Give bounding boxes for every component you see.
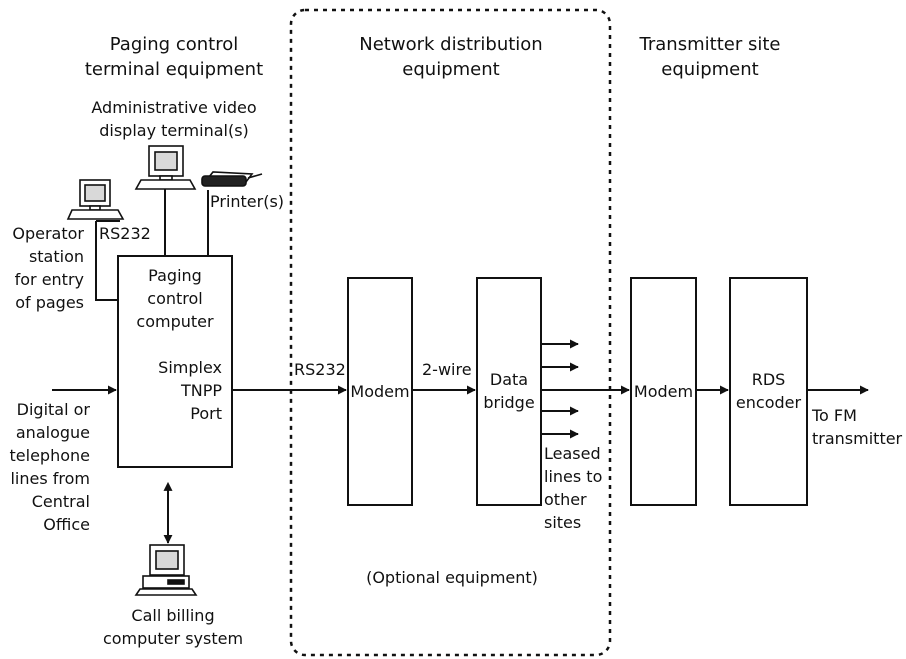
- label-line: bridge: [483, 393, 535, 412]
- paging-control-computer-box: [117, 255, 233, 468]
- label-line: computer system: [102, 629, 244, 648]
- data-bridge-label: Data bridge: [477, 368, 541, 414]
- label-line: transmitter: [812, 429, 903, 448]
- label-line: other: [544, 490, 587, 509]
- to-fm-transmitter-label: To FM transmitter: [812, 404, 902, 450]
- tnpp-port-label: Simplex TNPP Port: [118, 356, 222, 425]
- operator-station-label: Operator station for entry of pages: [4, 222, 84, 314]
- modem-transmitter-label: Modem: [633, 382, 694, 401]
- rs232-network-label: RS232: [294, 360, 346, 379]
- header-line: equipment: [402, 59, 500, 80]
- billing-system-label: Call billing computer system: [88, 604, 258, 650]
- label-line: analogue: [15, 423, 90, 442]
- label-line: Digital or: [16, 400, 90, 419]
- label-line: sites: [544, 513, 582, 532]
- label-line: for entry: [14, 270, 84, 289]
- network-region-boundary: [289, 8, 612, 657]
- rds-encoder-label: RDS encoder: [730, 368, 807, 414]
- label-line: Leased: [544, 444, 601, 463]
- phone-lines-label: Digital or analogue telephone lines from…: [4, 398, 90, 536]
- billing-computer-icon: [134, 544, 198, 596]
- header-line: equipment: [661, 59, 759, 80]
- label-line: Operator: [12, 224, 84, 243]
- rs232-operator-label: RS232: [99, 224, 151, 243]
- admin-terminal-icon: [134, 145, 197, 190]
- modem-network-label: Modem: [350, 382, 410, 401]
- label-line: telephone: [9, 446, 90, 465]
- label-line: Port: [190, 404, 222, 423]
- connectors: [52, 188, 869, 544]
- header-line: Network distribution: [359, 34, 543, 55]
- label-line: RDS: [751, 370, 786, 389]
- header-line: Transmitter site: [639, 34, 781, 55]
- rds-encoder-box: [729, 277, 808, 506]
- header-line: Paging control: [109, 34, 239, 55]
- label-line: encoder: [735, 393, 802, 412]
- label-line: display terminal(s): [99, 121, 249, 140]
- label-line: control: [147, 289, 203, 308]
- label-line: TNPP: [180, 381, 222, 400]
- label-line: Call billing: [131, 606, 215, 625]
- optional-equipment-label: (Optional equipment): [366, 568, 538, 587]
- transmitter-section-header: Transmitter site equipment: [620, 32, 800, 82]
- header-line: terminal equipment: [84, 59, 264, 80]
- printer-icon: [201, 171, 263, 187]
- modem-network-box: [347, 277, 413, 506]
- modem-transmitter-box: [630, 277, 697, 506]
- label-line: lines to: [544, 467, 603, 486]
- data-bridge-box: [476, 277, 542, 506]
- label-line: To FM: [812, 406, 857, 425]
- paging-computer-label: Paging control computer: [118, 264, 232, 333]
- two-wire-label: 2-wire: [422, 360, 472, 379]
- leased-lines-label: Leased lines to other sites: [544, 442, 602, 534]
- admin-vdt-label: Administrative video display terminal(s): [74, 96, 274, 142]
- label-line: of pages: [15, 293, 84, 312]
- printers-label: Printer(s): [210, 192, 285, 211]
- label-line: station: [28, 247, 84, 266]
- label-line: Data: [489, 370, 529, 389]
- terminal-section-header: Paging control terminal equipment: [84, 32, 264, 82]
- operator-terminal-icon: [66, 179, 125, 220]
- label-line: computer: [136, 312, 214, 331]
- label-line: Central: [31, 492, 90, 511]
- label-line: lines from: [10, 469, 90, 488]
- operator-connector: [95, 221, 118, 301]
- label-line: Simplex: [158, 358, 222, 377]
- label-line: Administrative video: [91, 98, 257, 117]
- label-line: Office: [43, 515, 90, 534]
- label-line: Paging: [148, 266, 202, 285]
- network-section-header: Network distribution equipment: [346, 32, 556, 82]
